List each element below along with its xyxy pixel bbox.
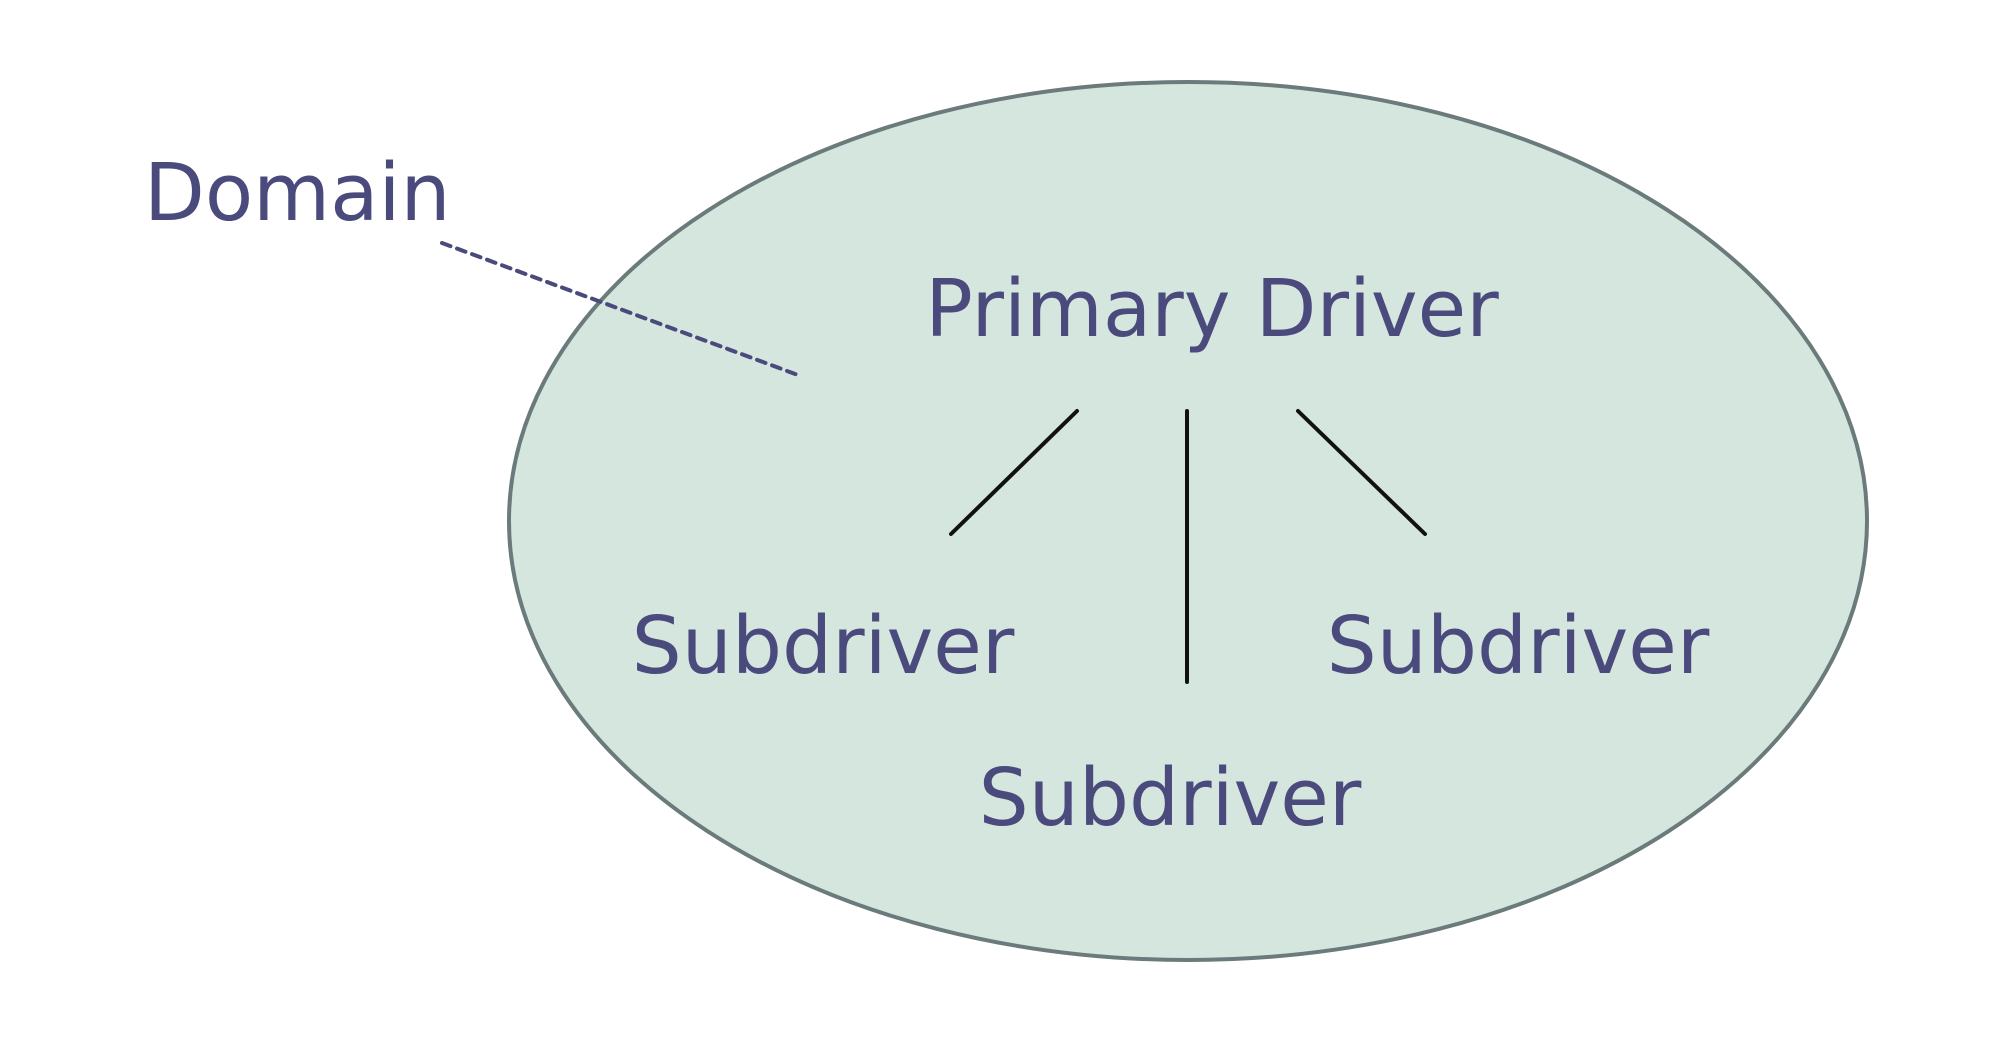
subdriver-label-right: Subdriver — [1327, 600, 1710, 692]
domain-leader-line — [440, 241, 800, 377]
connector-left — [949, 409, 1079, 536]
primary-driver-label: Primary Driver — [925, 263, 1499, 355]
domain-ellipse-outline — [507, 80, 1869, 962]
subdriver-label-bottom: Subdriver — [979, 752, 1362, 844]
connector-right — [1296, 409, 1427, 536]
subdriver-label-left: Subdriver — [632, 600, 1015, 692]
domain-label: Domain — [144, 147, 451, 239]
